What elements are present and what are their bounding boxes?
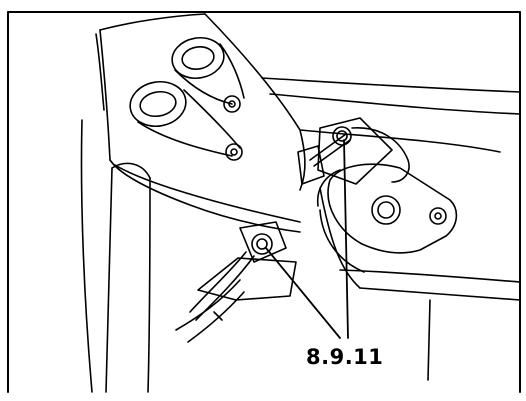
right-swing-arm — [261, 77, 521, 301]
figure-border — [7, 11, 521, 393]
lower-spring-clip — [175, 221, 297, 343]
upper-link-arm — [171, 36, 245, 113]
left-leg-tube — [80, 119, 151, 393]
upper-spring-clip — [297, 117, 410, 185]
callout-leaders — [265, 139, 431, 381]
pivot-disc-assembly — [316, 163, 458, 273]
callout-label: 8.9.11 — [306, 345, 384, 369]
main-frame-plate — [95, 13, 306, 233]
lower-link-arm — [129, 80, 243, 161]
